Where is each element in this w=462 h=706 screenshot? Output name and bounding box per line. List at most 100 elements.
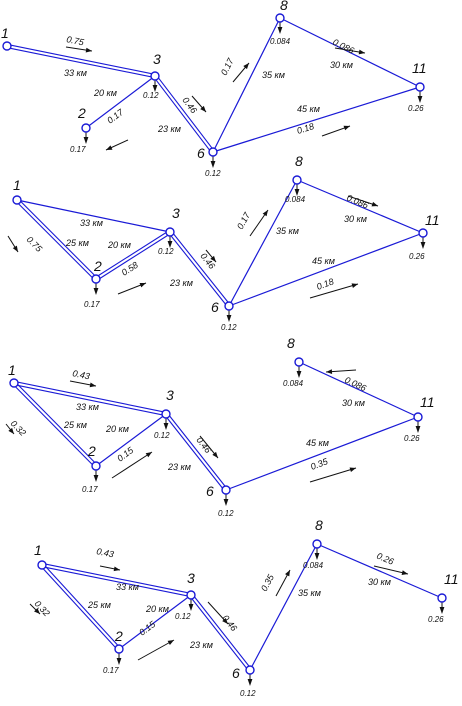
- node-circle[interactable]: [415, 82, 425, 92]
- node-circle[interactable]: [81, 123, 91, 133]
- edge-flow-label: 0.32: [33, 599, 52, 619]
- node-circle[interactable]: [91, 461, 101, 471]
- edge-line: [168, 232, 229, 308]
- edge-6-11: 45 км0.35: [225, 416, 419, 491]
- node-11[interactable]: 110.26: [409, 212, 440, 261]
- edge-line: [42, 563, 121, 649]
- node-8[interactable]: 80.084: [270, 0, 291, 46]
- edge-length-label: 33 км: [76, 402, 99, 412]
- node-3[interactable]: 30.12: [154, 387, 174, 440]
- edge-line: [95, 413, 167, 467]
- edge-line: [40, 565, 119, 651]
- node-6[interactable]: 60.12: [211, 299, 237, 332]
- node-load-label: 0.12: [221, 323, 237, 332]
- load-arrowhead: [210, 161, 216, 168]
- node-2[interactable]: 20.17: [84, 258, 102, 309]
- node-circle[interactable]: [275, 13, 285, 23]
- node-11[interactable]: 110.26: [408, 60, 427, 113]
- node-6[interactable]: 60.12: [232, 665, 256, 698]
- flow-arrowhead: [285, 570, 290, 577]
- edge-flow-label: 0.086: [331, 37, 356, 56]
- node-circle[interactable]: [9, 378, 19, 388]
- edge-line: [14, 380, 167, 413]
- edge-length-label: 23 км: [167, 462, 191, 472]
- node-8[interactable]: 80.084: [285, 153, 306, 204]
- edge-length-label: 30 км: [342, 398, 365, 408]
- node-circle[interactable]: [418, 228, 428, 238]
- edge-length-label: 30 км: [368, 577, 391, 587]
- node-circle[interactable]: [437, 593, 447, 603]
- edge-1-2: 25 км0.75: [7, 198, 98, 281]
- node-circle[interactable]: [165, 227, 175, 237]
- node-load-label: 0.12: [154, 431, 170, 440]
- edge-8-11: 30 км0.086: [279, 17, 421, 88]
- edge-length-label: 35 км: [276, 226, 299, 236]
- node-8[interactable]: 80.084: [283, 335, 304, 388]
- node-circle[interactable]: [292, 175, 302, 185]
- node-circle[interactable]: [413, 412, 423, 422]
- edge-line: [316, 543, 443, 599]
- node-11[interactable]: 110.26: [404, 394, 435, 443]
- node-circle[interactable]: [37, 560, 47, 570]
- edge-line: [6, 47, 155, 79]
- flow-arrowhead: [210, 255, 216, 262]
- edge-flow-label: 0.17: [105, 106, 126, 125]
- load-arrowhead: [188, 604, 194, 611]
- node-circle[interactable]: [12, 195, 22, 205]
- node-3[interactable]: 30.12: [175, 570, 196, 621]
- node-load-label: 0.12: [205, 169, 221, 178]
- node-load-label: 0.17: [82, 485, 98, 494]
- node-6[interactable]: 60.12: [197, 145, 221, 178]
- node-circle[interactable]: [294, 357, 304, 367]
- flow-arrowhead: [358, 49, 365, 55]
- node-circle[interactable]: [312, 539, 322, 549]
- node-1[interactable]: 1: [1, 25, 12, 51]
- load-arrowhead: [296, 371, 302, 378]
- node-circle[interactable]: [114, 644, 124, 654]
- flow-arrow: [309, 467, 357, 483]
- node-label: 1: [8, 362, 16, 378]
- edge-2-3: 20 км0.15: [95, 413, 167, 479]
- node-circle[interactable]: [150, 71, 160, 81]
- edge-line: [228, 179, 298, 307]
- edge-flow-label: 0.086: [343, 375, 368, 394]
- edge-line: [42, 562, 192, 594]
- node-circle[interactable]: [208, 147, 218, 157]
- node-circle[interactable]: [2, 41, 12, 51]
- flow-arrowhead: [106, 145, 113, 150]
- flow-arrow: [309, 283, 359, 299]
- node-load-label: 0.26: [408, 104, 424, 113]
- node-6[interactable]: 60.12: [206, 483, 234, 518]
- edge-length-label: 25 км: [63, 420, 87, 430]
- edge-length-label: 30 км: [344, 214, 367, 224]
- node-1[interactable]: 1: [8, 362, 19, 388]
- edge-line: [212, 17, 281, 153]
- node-11[interactable]: 110.26: [428, 571, 459, 624]
- node-circle[interactable]: [245, 665, 255, 675]
- node-3[interactable]: 30.12: [143, 51, 161, 100]
- edge-line: [7, 43, 156, 75]
- node-3[interactable]: 30.12: [158, 205, 180, 256]
- node-1[interactable]: 1: [34, 542, 47, 570]
- node-circle[interactable]: [224, 301, 234, 311]
- edge-8-11: 30 км0.086: [296, 179, 424, 234]
- node-2[interactable]: 20.17: [82, 443, 101, 494]
- node-circle[interactable]: [91, 274, 101, 284]
- node-2[interactable]: 20.17: [103, 628, 124, 675]
- node-circle[interactable]: [186, 590, 196, 600]
- node-1[interactable]: 1: [12, 177, 22, 205]
- node-2[interactable]: 20.17: [70, 105, 91, 154]
- load-arrowhead: [415, 426, 421, 433]
- node-circle[interactable]: [161, 409, 171, 419]
- edge-1-3: 33 км0.43: [41, 546, 192, 598]
- node-8[interactable]: 80.084: [303, 517, 324, 570]
- flow-arrowhead: [34, 608, 40, 614]
- node-load-label: 0.12: [240, 689, 256, 698]
- edge-line: [249, 543, 318, 671]
- node-label: 11: [412, 60, 427, 76]
- edge-line: [225, 416, 419, 491]
- node-circle[interactable]: [221, 485, 231, 495]
